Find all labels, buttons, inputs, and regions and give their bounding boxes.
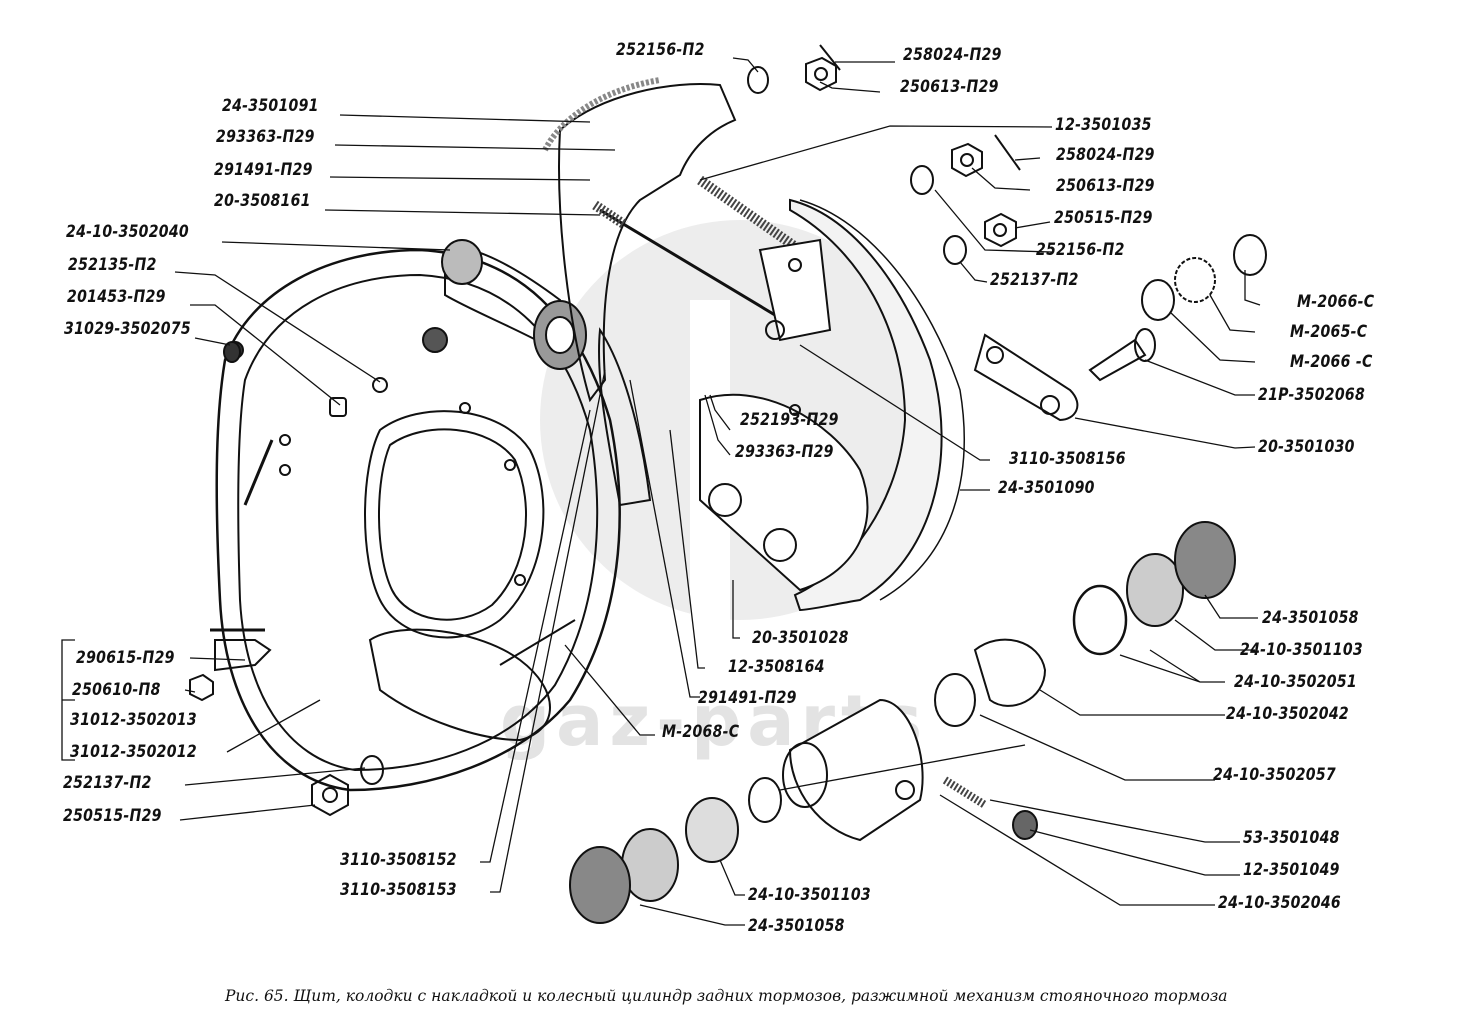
part-label: 252135-П2 (68, 255, 157, 275)
part-label: 24-3501091 (222, 96, 319, 116)
part-label: 252193-П29 (740, 410, 839, 430)
part-label: 21P-3502068 (1258, 385, 1366, 405)
part-label: 24-10-3501103 (748, 885, 871, 905)
part-label: 20-3501028 (752, 628, 849, 648)
figure-caption: Рис. 65. Щит, колодки с накладкой и коле… (225, 987, 1228, 1005)
part-label: 24-10-3502057 (1213, 765, 1336, 785)
part-label: 291491-П29 (214, 160, 313, 180)
part-label: 24-3501090 (998, 478, 1095, 498)
part-label: 3110-3508152 (340, 850, 457, 870)
plate-wheel-cylinder (422, 239, 587, 370)
part-label: 20-3501030 (1258, 437, 1355, 457)
part-label: 201453-П29 (67, 287, 166, 307)
strut-plate (973, 333, 1079, 422)
leader-lines (61, 57, 1261, 926)
part-label: M-2065-C (1290, 322, 1368, 342)
part-label: 3110-3508156 (1009, 449, 1126, 469)
part-label: 31029-3502075 (64, 319, 191, 339)
part-label: 20-3508161 (214, 191, 311, 211)
part-label: 291491-П29 (698, 688, 797, 708)
part-label: 252137-П2 (63, 773, 152, 793)
brake-shoe-left (542, 77, 737, 507)
part-label: 12-3501035 (1055, 115, 1152, 135)
part-label: 290615-П29 (76, 648, 175, 668)
part-label: 3110-3508153 (340, 880, 457, 900)
part-label: M-2068-C (662, 722, 740, 742)
part-label: 53-3501048 (1243, 828, 1340, 848)
part-label: 250613-П29 (1056, 176, 1155, 196)
part-label: 24-10-3502042 (1226, 704, 1349, 724)
part-label: 24-10-3502051 (1234, 672, 1357, 692)
part-label: M-2066 -C (1290, 352, 1373, 372)
part-label: 250515-П29 (1054, 208, 1153, 228)
part-label: 250515-П29 (63, 806, 162, 826)
part-label: 31012-3502012 (70, 742, 197, 762)
part-label: 252156-П2 (616, 40, 705, 60)
part-label: 258024-П29 (1056, 145, 1155, 165)
part-label: 24-3501058 (1262, 608, 1359, 628)
part-label: 24-10-3501103 (1240, 640, 1363, 660)
part-label: M-2066-C (1297, 292, 1375, 312)
part-label: 12-3501049 (1243, 860, 1340, 880)
spring-rod (592, 175, 832, 342)
part-label: 12-3508164 (728, 657, 825, 677)
brake-shoe-right (699, 198, 965, 612)
part-label: 31012-3502013 (70, 710, 197, 730)
part-label: 252137-П2 (990, 270, 1079, 290)
part-label: 258024-П29 (903, 45, 1002, 65)
small-hardware (223, 44, 1267, 382)
part-label: 293363-П29 (216, 127, 315, 147)
wheel-cylinder-exploded (189, 439, 1236, 924)
part-label: 293363-П29 (735, 442, 834, 462)
part-label: 252156-П2 (1036, 240, 1125, 260)
part-label: 250613-П29 (900, 77, 999, 97)
part-label: 24-3501058 (748, 916, 845, 936)
part-label: 24-10-3502046 (1218, 893, 1341, 913)
part-label: 250610-П8 (72, 680, 161, 700)
part-label: 24-10-3502040 (66, 222, 189, 242)
